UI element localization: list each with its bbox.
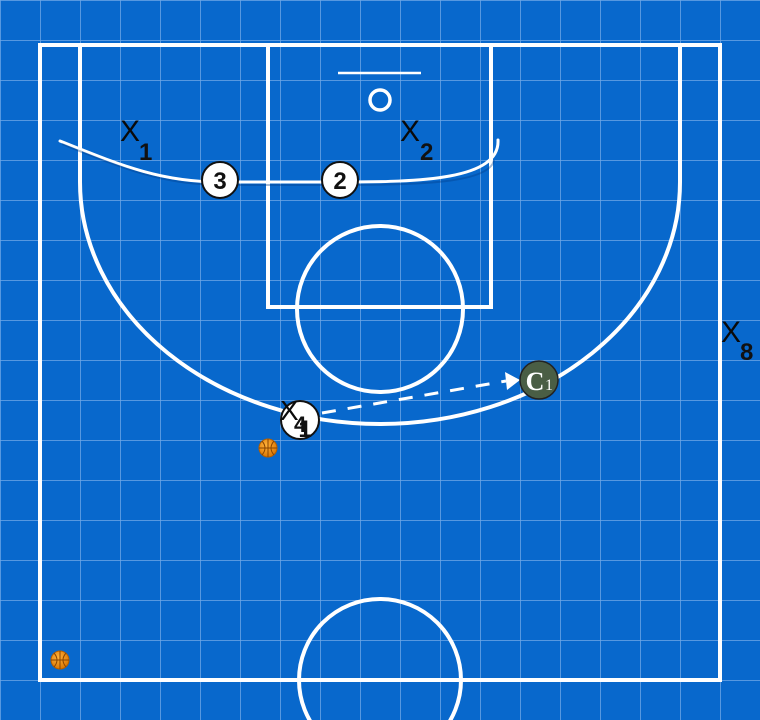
offense-player-1[interactable]: 1 bbox=[280, 400, 320, 443]
player-label: 1 bbox=[298, 416, 311, 443]
hoop bbox=[368, 88, 392, 112]
court-lines bbox=[38, 43, 722, 720]
defender-sub: 2 bbox=[420, 139, 433, 166]
center-circle bbox=[297, 597, 463, 720]
defender-x1[interactable]: X 1 bbox=[120, 115, 152, 166]
coach-letter: C bbox=[526, 367, 545, 396]
free-throw-circle bbox=[295, 224, 465, 394]
paint bbox=[266, 43, 493, 309]
defender-x4[interactable]: X 4 bbox=[280, 395, 307, 437]
pass-arrow bbox=[321, 372, 520, 415]
basketball-icon[interactable] bbox=[50, 650, 70, 670]
defender-x2[interactable]: X 2 bbox=[400, 115, 433, 166]
basketball-icon[interactable] bbox=[258, 438, 278, 458]
offense-player-3[interactable]: 3 bbox=[201, 161, 239, 199]
coach-sub: 1 bbox=[545, 377, 553, 394]
offense-player-2[interactable]: 2 bbox=[321, 161, 359, 199]
defender-sub: 1 bbox=[139, 139, 152, 166]
defender-sub: 8 bbox=[740, 339, 753, 366]
player-label: 2 bbox=[333, 168, 346, 195]
defender-letter: X bbox=[120, 115, 140, 148]
defender-letter: X bbox=[280, 395, 299, 426]
arrowhead-icon bbox=[505, 372, 520, 390]
defender-letter: X bbox=[400, 115, 420, 148]
player-label: 3 bbox=[213, 168, 226, 195]
defender-letter: X bbox=[721, 316, 741, 349]
three-point-arc bbox=[78, 181, 682, 426]
defender-sub: 4 bbox=[294, 412, 307, 437]
defender-x8[interactable]: X 8 bbox=[721, 316, 753, 366]
coach-c1[interactable]: C 1 bbox=[519, 360, 559, 400]
